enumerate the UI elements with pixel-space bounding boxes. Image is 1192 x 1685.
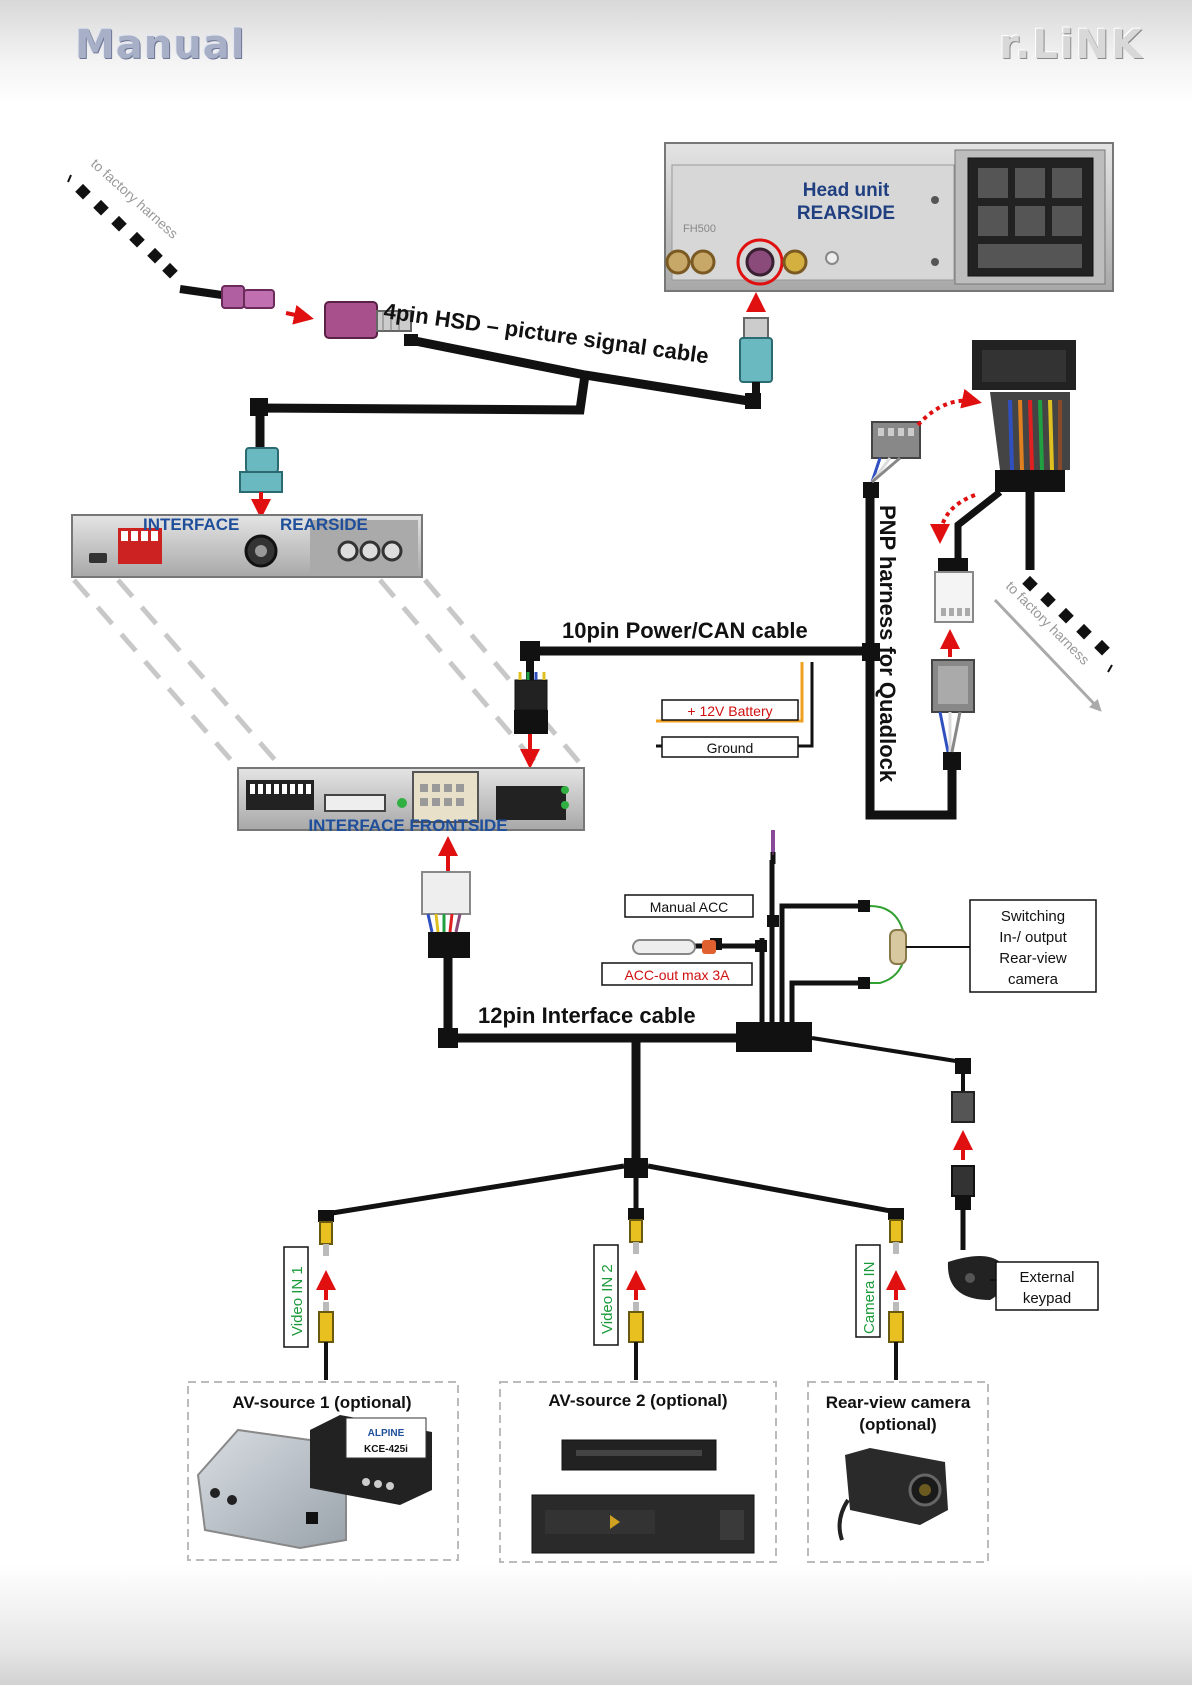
keypad-label-1: External [1019,1269,1074,1286]
page-header: Manual r.LiNK [0,0,1192,105]
av-source-1-label: AV-source 1 (optional) [232,1393,411,1412]
hsd-cable-label: 4pin HSD – picture signal cable [382,298,710,368]
factory-harness-top: to factory harness [67,155,181,279]
interface-frontside: INTERFACE FRONTSIDE [237,767,585,835]
switching-label-1: Switching [1001,908,1065,925]
video-in-2-label: Video IN 2 [599,1264,616,1334]
alpine-brand: ALPINE [368,1428,405,1439]
av-source-1-box: AV-source 1 (optional) ALPINE KCE-425i [187,1381,459,1561]
external-keypad: External keypad [947,1074,1099,1311]
factory-harness-top-label: to factory harness [88,155,181,241]
power-can-cable-label: 10pin Power/CAN cable [562,618,808,643]
rear-camera-label-2: (optional) [859,1415,936,1434]
rlink-logo: r.LiNK [999,22,1144,68]
switching-label-4: camera [1008,971,1059,988]
switching-label-3: Rear-view [999,950,1067,967]
svg-text:FH500: FH500 [683,223,716,235]
acc-out-label: ACC-out max 3A [624,967,730,983]
manual-acc-label: Manual ACC [650,899,729,915]
pnp-harness-label: PNP harness for Quadlock [875,505,900,783]
keypad-label-2: keypad [1023,1290,1071,1307]
interface-cable: 12pin Interface cable Manual ACC ACC-out… [438,830,1097,1052]
switching-label-2: In-/ output [999,929,1067,946]
alpine-model: KCE-425i [364,1444,408,1455]
video-branches [325,1036,971,1217]
hsd-connector-interface [239,447,283,519]
interface-frontside-label: INTERFACE FRONTSIDE [308,816,507,835]
rca-video-in-2: Video IN 2 [593,1208,646,1380]
interface-cable-connector [421,836,471,958]
manual-logo: Manual [75,22,246,68]
interface-cable-label: 12pin Interface cable [478,1003,696,1028]
hsd-connector-headunit [739,292,773,396]
camera-in-label: Camera IN [861,1261,878,1334]
head-unit-label-1: Head unit [803,180,890,201]
head-unit-rearside: FH500 Head unit REARSIDE [664,142,1114,292]
page-footer [0,1565,1192,1685]
perspective-guides [72,578,586,770]
rear-camera-box: Rear-view camera (optional) [807,1381,989,1563]
power-can-cable: 10pin Power/CAN cable + 12V Battery Grou… [514,618,880,769]
ground-label: Ground [707,740,754,756]
interface-rearside: INTERFACE REARSIDE [71,514,423,578]
rca-video-in-1: Video IN 1 [283,1210,336,1380]
av-source-2-label: AV-source 2 (optional) [548,1391,727,1410]
head-unit-label-2: REARSIDE [797,203,895,224]
pnp-harness: PNP harness for Quadlock [863,340,1113,820]
hsd-connector-left [179,285,418,346]
interface-rearside-label-1: INTERFACE [143,515,239,534]
rca-camera-in: Camera IN [855,1208,906,1380]
interface-rearside-label-2: REARSIDE [280,515,368,534]
video-in-1-label: Video IN 1 [289,1266,306,1336]
battery-label: + 12V Battery [687,703,772,719]
rear-camera-label-1: Rear-view camera [826,1393,971,1412]
av-source-2-box: AV-source 2 (optional) [499,1381,777,1563]
